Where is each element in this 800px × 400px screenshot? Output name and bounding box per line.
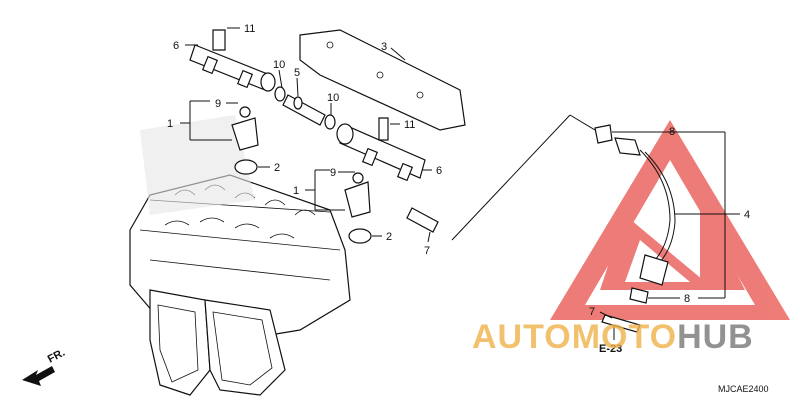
callout-6: 6 [436, 165, 442, 177]
injector-seal [234, 159, 258, 175]
sensor-plug [406, 207, 439, 233]
callout-4: 4 [744, 209, 750, 221]
fuel-rail-upper [189, 29, 276, 92]
reference-label: E-23 [599, 343, 622, 355]
fuel-injector-lower [344, 172, 371, 218]
sensor-small [601, 314, 641, 333]
watermark-text: AUTOMOTOHUB [472, 318, 754, 356]
diagram-code: MJCAE2400 [718, 384, 769, 394]
callout-1: 1 [293, 185, 299, 197]
callout-8: 8 [669, 126, 675, 138]
front-label: FR. [46, 347, 67, 366]
mounting-bracket [299, 29, 466, 131]
cylinder-head-assembly [129, 115, 351, 396]
callout-7: 7 [589, 306, 595, 318]
joint-pipe [282, 94, 326, 126]
fuel-rail-lower [336, 117, 426, 182]
callout-5: 5 [294, 67, 300, 79]
callout-7: 7 [424, 245, 430, 257]
injector-seal [348, 228, 372, 244]
callout-1: 1 [167, 118, 173, 130]
callout-10: 10 [273, 59, 285, 71]
callout-9: 9 [330, 167, 336, 179]
callout-11: 11 [404, 119, 415, 131]
front-arrow-icon [22, 366, 55, 386]
callout-9: 9 [215, 98, 221, 110]
callout-10: 10 [327, 92, 339, 104]
callout-6: 6 [173, 40, 179, 52]
callout-2: 2 [274, 162, 280, 174]
leader-lines [180, 27, 740, 340]
fuel-injector-upper [231, 106, 259, 151]
callout-2: 2 [386, 231, 392, 243]
o-ring-seal [274, 86, 286, 102]
sub-harness [594, 124, 676, 304]
callout-11: 11 [244, 23, 255, 35]
o-ring-seal [324, 114, 336, 130]
callout-3: 3 [381, 41, 387, 53]
callout-8: 8 [684, 293, 690, 305]
